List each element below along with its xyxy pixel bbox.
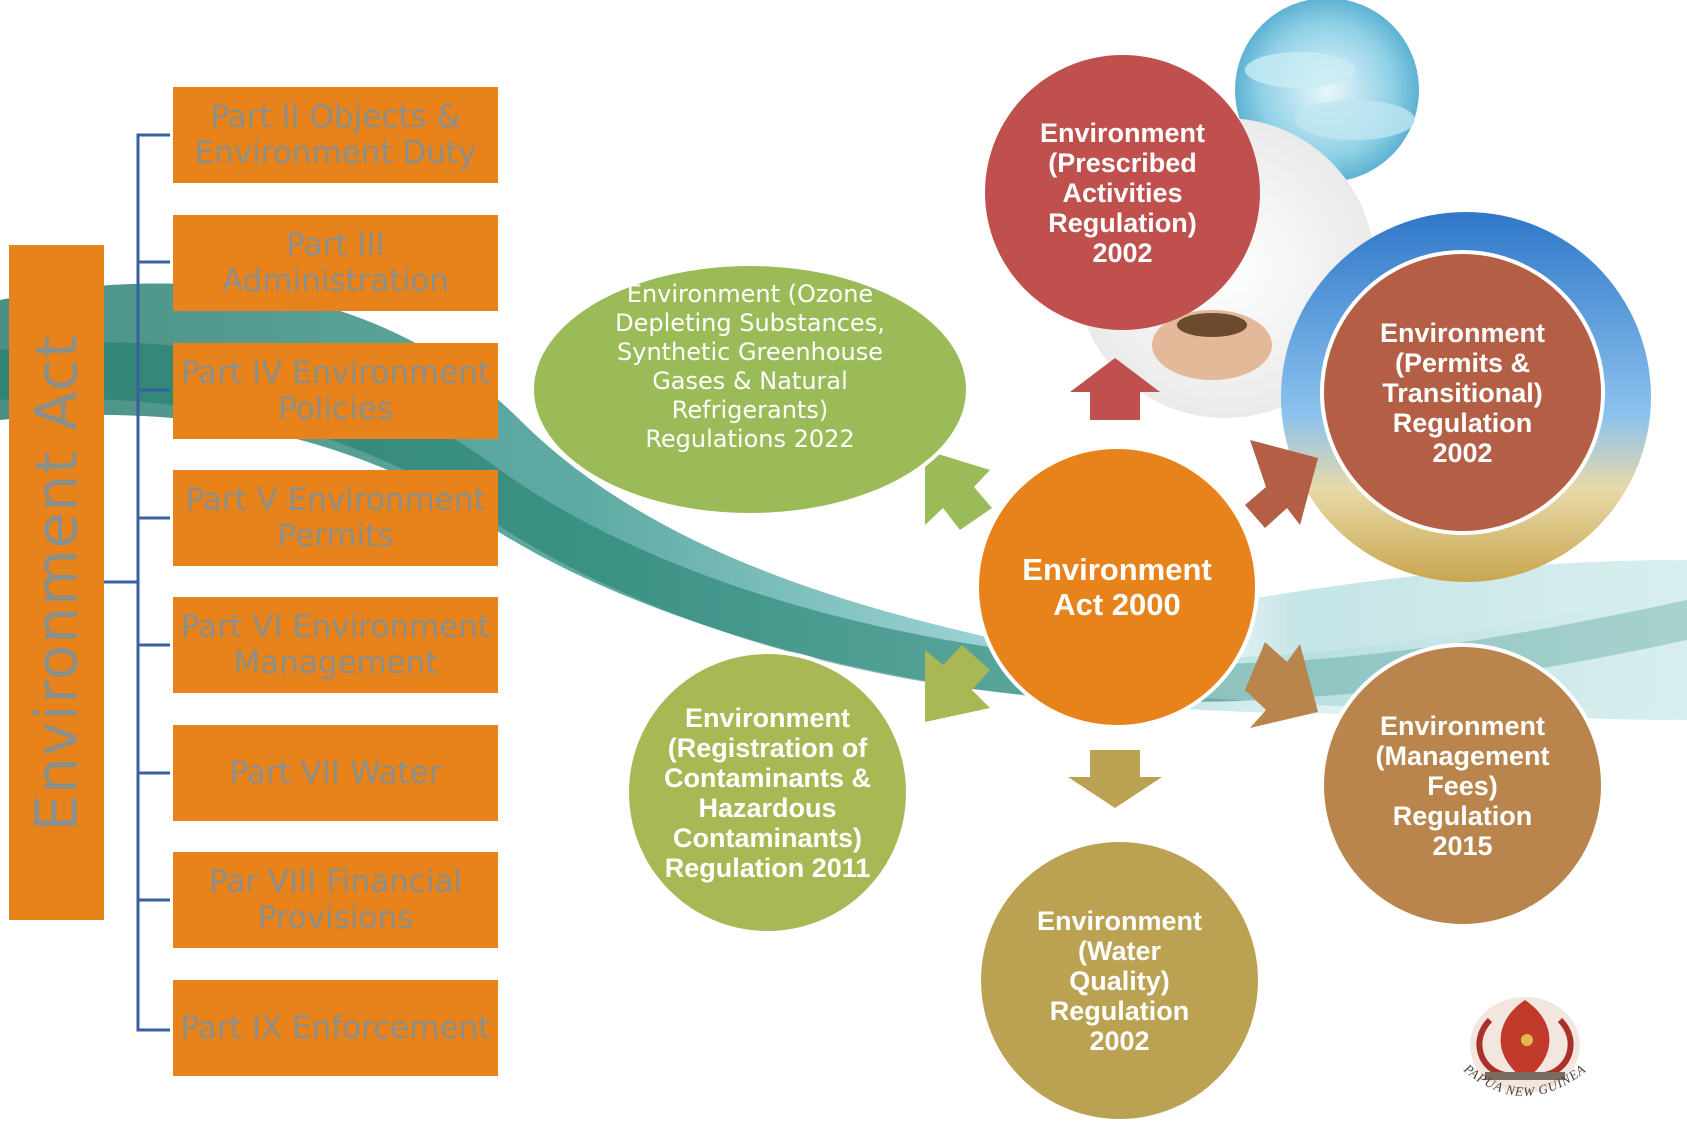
part-iii-label: Part III Administration	[222, 227, 449, 299]
png-emblem-logo	[1470, 997, 1580, 1093]
part-vii-label: Part VII Water	[229, 755, 442, 791]
environment-act-title-bar: Environment Act	[9, 245, 104, 920]
part-ix-label: Part IX Enforcement	[180, 1010, 491, 1046]
registration-contaminants-label: Environment (Registration of Contaminant…	[663, 702, 871, 883]
part-vi-label: Part VI Environment Management	[180, 609, 491, 681]
ozone-regulations-ellipse: Environment (Ozone Depleting Substances,…	[530, 262, 970, 517]
part-viii-label: Par VIII Financial Provisions	[208, 864, 463, 936]
part-v-label: Part V Environment Permits	[185, 482, 486, 554]
part-viii-box: Par VIII Financial Provisions	[173, 852, 498, 948]
part-ii-box: Part II Objects & Environment Duty	[173, 87, 498, 183]
part-vi-box: Part VI Environment Management	[173, 597, 498, 693]
part-iii-box: Part III Administration	[173, 215, 498, 311]
water-quality-circle: Environment (Water Quality) Regulation 2…	[977, 838, 1262, 1123]
water-quality-label: Environment (Water Quality) Regulation 2…	[1036, 905, 1203, 1056]
part-ix-box: Part IX Enforcement	[173, 980, 498, 1076]
management-fees-label: Environment (Management Fees) Regulation…	[1375, 710, 1550, 861]
registration-contaminants-circle: Environment (Registration of Contaminant…	[625, 650, 910, 935]
prescribed-activities-label: Environment (Prescribed Activities Regul…	[1039, 117, 1206, 268]
permits-transitional-circle: Environment (Permits & Transitional) Reg…	[1320, 250, 1605, 535]
center-circle: Environment Act 2000	[975, 445, 1259, 729]
part-vii-box: Part VII Water	[173, 725, 498, 821]
management-fees-circle: Environment (Management Fees) Regulation…	[1320, 643, 1605, 928]
permits-transitional-label: Environment (Permits & Transitional) Reg…	[1379, 317, 1546, 468]
environment-act-title: Environment Act	[22, 333, 91, 832]
logo-caption-text: PAPUA NEW GUINEA	[1461, 1060, 1588, 1099]
part-iv-label: Part IV Environment Policies	[180, 355, 491, 427]
part-ii-label: Part II Objects & Environment Duty	[194, 99, 477, 171]
svg-text:PAPUA NEW GUINEA: PAPUA NEW GUINEA	[1461, 1060, 1589, 1099]
part-iv-box: Part IV Environment Policies	[173, 343, 498, 439]
center-label: Environment Act 2000	[1022, 552, 1212, 622]
logo-caption: PAPUA NEW GUINEA	[1461, 1060, 1589, 1099]
ozone-regulations-label: Environment (Ozone Depleting Substances,…	[615, 280, 885, 453]
part-v-box: Part V Environment Permits	[173, 470, 498, 566]
prescribed-activities-circle: Environment (Prescribed Activities Regul…	[985, 55, 1260, 330]
